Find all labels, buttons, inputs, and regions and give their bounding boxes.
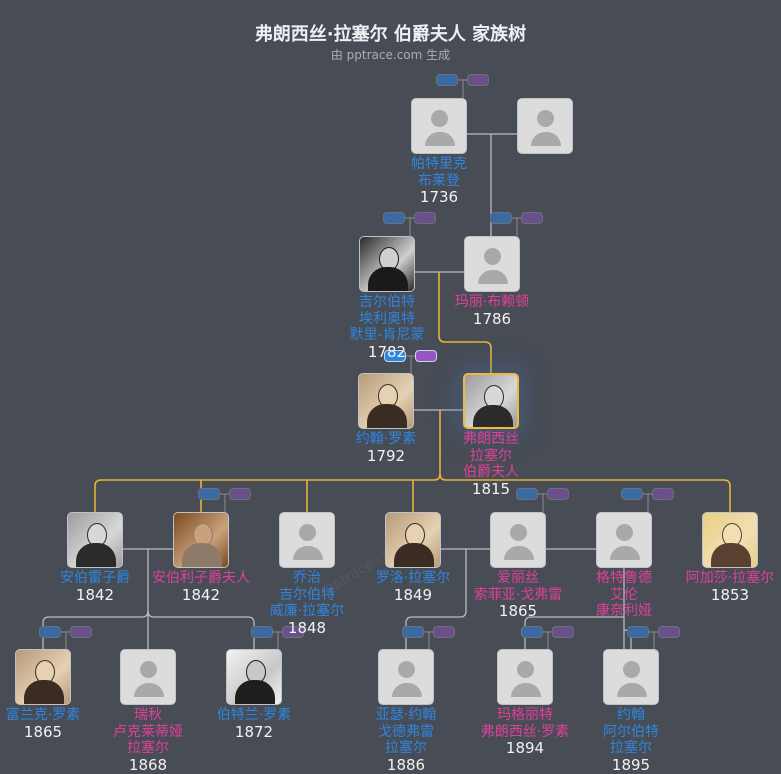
avatar-placeholder-body — [617, 683, 647, 697]
avatar-placeholder-body — [511, 683, 541, 697]
person-card-frances[interactable] — [463, 373, 519, 429]
portrait-photo — [360, 237, 414, 291]
avatar-placeholder-icon — [623, 661, 640, 678]
expand-ancestors-toggle[interactable] — [251, 626, 273, 638]
expand-ancestors-toggle[interactable] — [490, 212, 512, 224]
person-card-john[interactable] — [603, 649, 659, 705]
portrait-photo — [359, 374, 413, 428]
expand-ancestors-toggle[interactable] — [436, 74, 458, 86]
person-card-patrick[interactable] — [411, 98, 467, 154]
expand-descendants-toggle[interactable] — [467, 74, 489, 86]
expand-ancestors-toggle[interactable] — [39, 626, 61, 638]
expand-descendants-toggle[interactable] — [521, 212, 543, 224]
avatar-placeholder-icon — [616, 524, 633, 541]
tag-connector — [538, 493, 547, 512]
portrait-photo — [703, 513, 757, 567]
portrait-photo — [227, 650, 281, 704]
expand-ancestors-toggle[interactable] — [627, 626, 649, 638]
avatar-placeholder-icon — [431, 110, 448, 127]
tag-connector — [220, 493, 229, 512]
person-card-patrick-spouse[interactable] — [517, 98, 573, 154]
person-card-john-russell[interactable] — [358, 373, 414, 429]
tag-connector — [406, 355, 415, 374]
highlight-line — [438, 272, 492, 373]
avatar-placeholder-icon — [398, 661, 415, 678]
avatar-placeholder-body — [425, 132, 455, 146]
person-card-gertrude[interactable] — [596, 512, 652, 568]
avatar-placeholder-body — [293, 546, 323, 560]
connector-line — [123, 548, 173, 649]
tag-connector — [543, 631, 552, 650]
expand-descendants-toggle[interactable] — [229, 488, 251, 500]
person-card-rollo[interactable] — [385, 512, 441, 568]
avatar-placeholder-body — [504, 546, 534, 560]
expand-descendants-toggle[interactable] — [552, 626, 574, 638]
tag-connector — [405, 217, 414, 236]
avatar-placeholder-icon — [517, 661, 534, 678]
highlight-line — [439, 473, 731, 512]
avatar-placeholder-icon — [484, 248, 501, 265]
tag-connector — [458, 79, 467, 98]
person-card-alice[interactable] — [490, 512, 546, 568]
expand-descendants-toggle[interactable] — [658, 626, 680, 638]
person-card-arthur[interactable] — [378, 649, 434, 705]
avatar-placeholder-icon — [140, 661, 157, 678]
avatar-placeholder-body — [531, 132, 561, 146]
expand-descendants-toggle[interactable] — [415, 350, 437, 362]
person-card-george[interactable] — [279, 512, 335, 568]
tag-connector — [61, 631, 70, 650]
expand-descendants-toggle[interactable] — [547, 488, 569, 500]
expand-ancestors-toggle[interactable] — [384, 350, 406, 362]
avatar-placeholder-icon — [299, 524, 316, 541]
avatar-placeholder-icon — [510, 524, 527, 541]
avatar-placeholder-body — [134, 683, 164, 697]
person-card-gilbert[interactable] — [359, 236, 415, 292]
portrait-photo — [465, 375, 517, 427]
tag-connector — [649, 631, 658, 650]
tag-connector — [643, 493, 652, 512]
connector-line — [147, 610, 255, 649]
portrait-photo — [16, 650, 70, 704]
expand-descendants-toggle[interactable] — [70, 626, 92, 638]
expand-ancestors-toggle[interactable] — [383, 212, 405, 224]
person-card-lady-amberley[interactable] — [173, 512, 229, 568]
person-card-rachel[interactable] — [120, 649, 176, 705]
tag-connector — [424, 631, 433, 650]
person-card-agatha[interactable] — [702, 512, 758, 568]
person-card-bertrand[interactable] — [226, 649, 282, 705]
connector-line — [405, 549, 467, 649]
expand-descendants-toggle[interactable] — [282, 626, 304, 638]
tag-connector — [273, 631, 282, 650]
person-card-frank[interactable] — [15, 649, 71, 705]
connector-line — [42, 610, 149, 649]
expand-descendants-toggle[interactable] — [652, 488, 674, 500]
connector-line — [524, 568, 625, 649]
expand-descendants-toggle[interactable] — [414, 212, 436, 224]
expand-ancestors-toggle[interactable] — [521, 626, 543, 638]
person-card-mary[interactable] — [464, 236, 520, 292]
page-subtitle: 由 pptrace.com 生成 — [330, 48, 451, 62]
expand-ancestors-toggle[interactable] — [516, 488, 538, 500]
tag-connector — [512, 217, 521, 236]
avatar-placeholder-body — [392, 683, 422, 697]
expand-ancestors-toggle[interactable] — [198, 488, 220, 500]
avatar-placeholder-body — [478, 270, 508, 284]
portrait-photo — [174, 513, 228, 567]
expand-ancestors-toggle[interactable] — [621, 488, 643, 500]
expand-descendants-toggle[interactable] — [433, 626, 455, 638]
portrait-photo — [386, 513, 440, 567]
person-card-amberley[interactable] — [67, 512, 123, 568]
avatar-placeholder-icon — [537, 110, 554, 127]
expand-ancestors-toggle[interactable] — [402, 626, 424, 638]
portrait-photo — [68, 513, 122, 567]
page-title: 弗朗西丝·拉塞尔 伯爵夫人 家族树 — [254, 24, 527, 45]
person-card-margaret[interactable] — [497, 649, 553, 705]
avatar-placeholder-body — [610, 546, 640, 560]
